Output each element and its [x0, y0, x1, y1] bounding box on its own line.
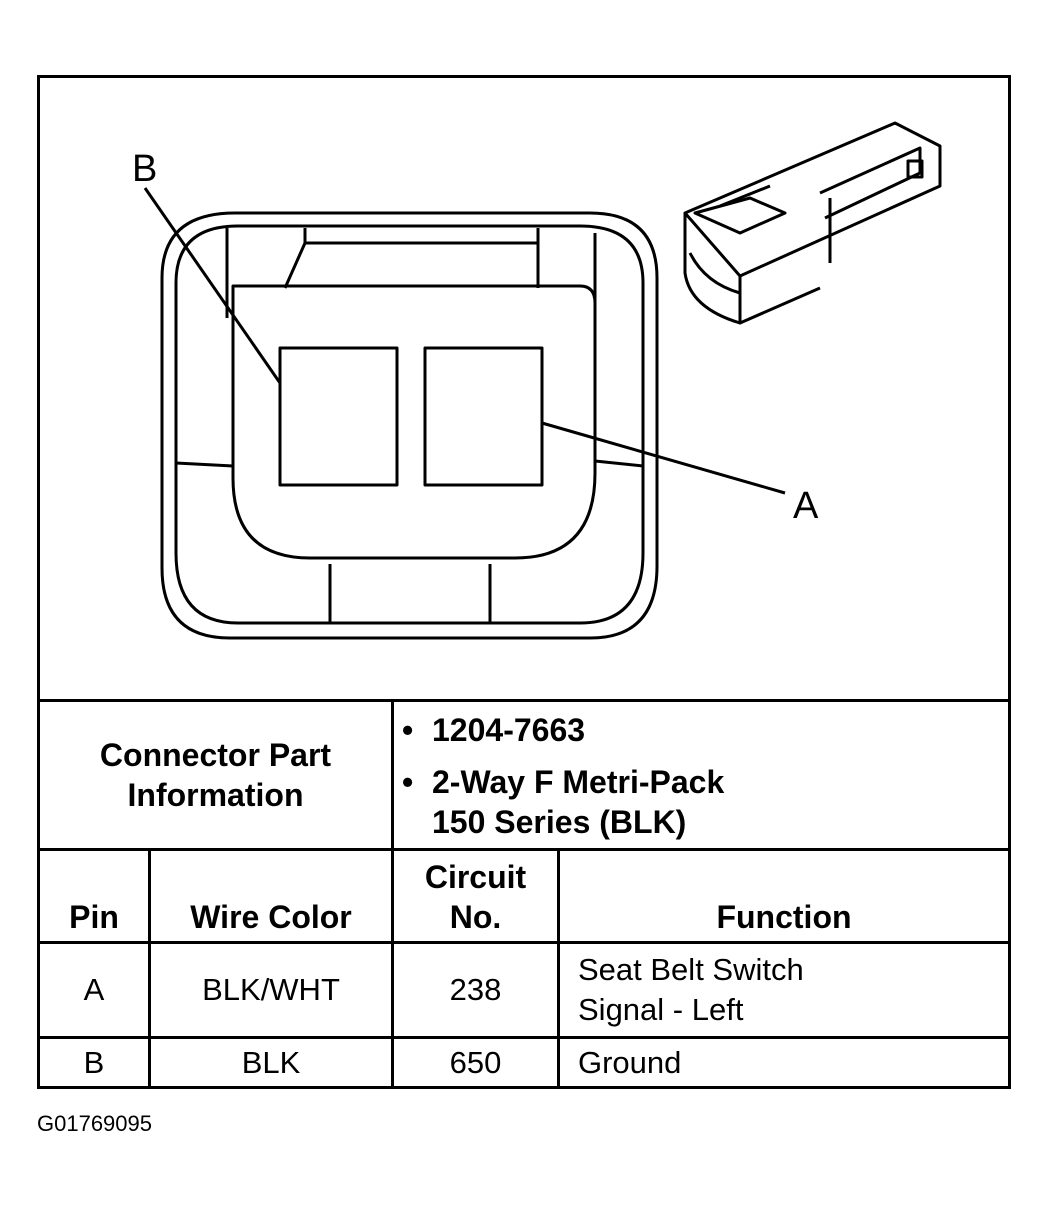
connector-sheet: B A Connector Part Information • 1204-76…	[37, 75, 1011, 1089]
connector-inner-shell	[174, 224, 645, 625]
row-b-pin: B	[83, 1044, 105, 1080]
row-b-wire-color: BLK	[241, 1044, 301, 1080]
lock-tab	[283, 241, 540, 289]
row-b-circuit: 650	[449, 1044, 502, 1080]
header-pin: Pin	[69, 899, 119, 935]
connector-info-item: • 1204-7663	[396, 710, 996, 750]
divider-circuit-col	[557, 848, 560, 1086]
bullet-icon: •	[402, 712, 414, 748]
terminal-face	[231, 284, 597, 560]
connector-info-label: Connector Part Information	[99, 737, 332, 813]
connector-info-list: • 1204-7663 • 2-Way F Metri-Pack 150 Ser…	[396, 710, 996, 842]
divider-info	[40, 848, 1008, 851]
row-a-function: Seat Belt Switch Signal - Left	[578, 952, 804, 1027]
connector-outer-shell	[160, 211, 659, 640]
callout-b-label: B	[132, 148, 157, 190]
connector-3d-view	[683, 121, 942, 325]
figure-code: G01769095	[37, 1111, 152, 1136]
leader-line-a	[541, 421, 786, 495]
divider-top	[40, 699, 1008, 702]
divider-row-a	[40, 1036, 1008, 1039]
row-a-circuit: 238	[449, 972, 502, 1007]
connector-info-item: • 2-Way F Metri-Pack 150 Series (BLK)	[396, 762, 996, 842]
row-b-function: Ground	[578, 1044, 682, 1080]
header-circuit-no: Circuit No.	[424, 859, 527, 935]
bullet-icon: •	[402, 764, 414, 800]
divider-info-col	[391, 699, 394, 1086]
cavity-a	[423, 346, 544, 487]
row-a-wire-color: BLK/WHT	[202, 972, 340, 1007]
header-function: Function	[716, 899, 852, 935]
divider-header	[40, 941, 1008, 944]
connector-face-diagram: B A	[132, 121, 942, 640]
divider-pin-col	[148, 848, 151, 1086]
cavity-b	[278, 346, 399, 487]
leader-line-b	[143, 187, 282, 384]
callout-a-label: A	[793, 485, 819, 527]
row-a-pin: A	[83, 972, 105, 1007]
header-wire-color: Wire Color	[190, 899, 352, 935]
